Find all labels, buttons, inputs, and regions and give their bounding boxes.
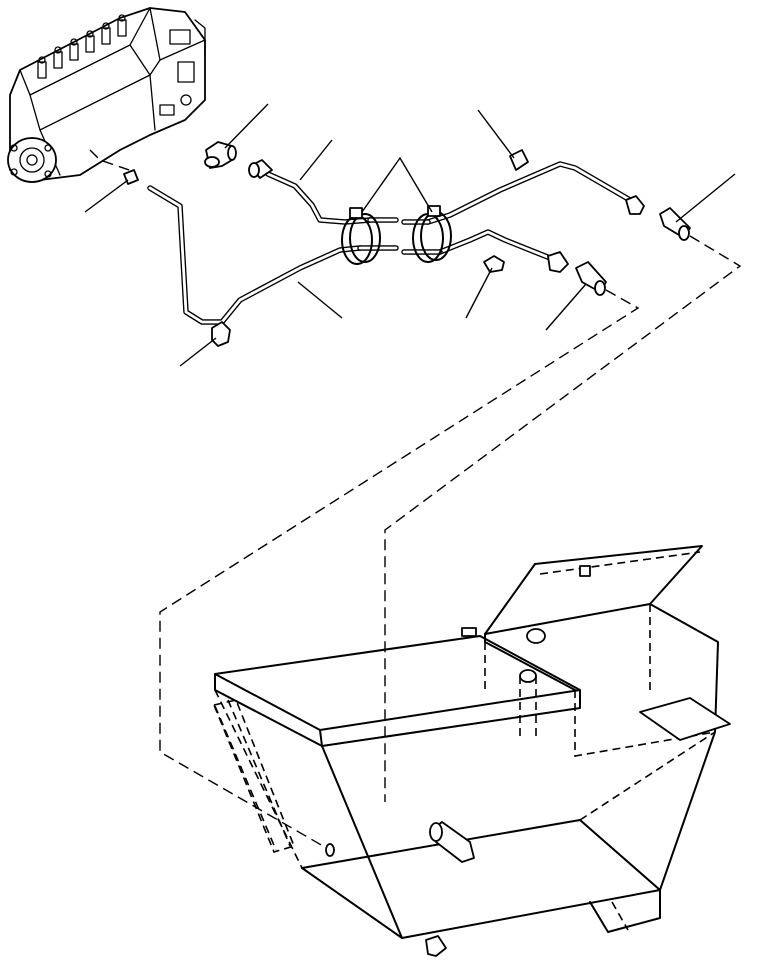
fuel-pipes xyxy=(147,139,633,325)
connector-lower xyxy=(545,251,607,331)
pipe-clip-3 xyxy=(465,255,505,319)
routing-lines xyxy=(159,235,742,851)
connector-upper xyxy=(625,173,736,241)
pipe-nut-1 xyxy=(248,159,273,179)
injection-pump xyxy=(7,7,206,183)
pipe-clip-2 xyxy=(477,109,529,171)
fuel-tank xyxy=(212,545,731,957)
clamp-leader xyxy=(361,156,433,213)
elbow-fitting xyxy=(204,103,269,169)
pipe-clip-1 xyxy=(84,169,139,213)
pipe-clip-4 xyxy=(179,321,231,367)
clamp-right xyxy=(412,205,452,263)
clamp-left xyxy=(341,207,381,265)
